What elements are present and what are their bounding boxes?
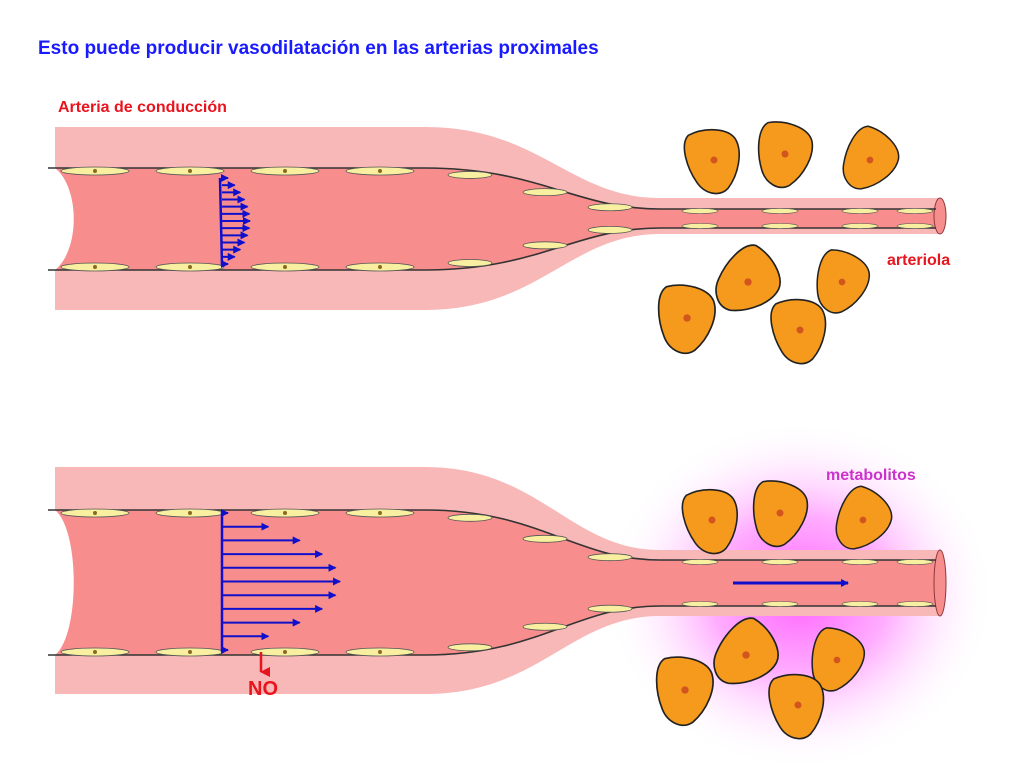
endothelial-nucleus bbox=[283, 265, 287, 269]
cell-nucleus bbox=[833, 656, 841, 664]
cell-nucleus bbox=[796, 326, 804, 334]
endothelial-cell bbox=[681, 223, 719, 229]
endothelial-cell bbox=[841, 223, 879, 229]
metabolites-label: metabolitos bbox=[826, 467, 916, 484]
endothelial-cell bbox=[841, 208, 879, 214]
tissue-cell bbox=[655, 656, 714, 727]
endothelial-cell bbox=[681, 601, 719, 607]
vessel-opening bbox=[55, 168, 74, 270]
cell-nucleus bbox=[794, 701, 802, 709]
vessel-opening bbox=[55, 510, 74, 655]
tissue-cell bbox=[683, 129, 740, 195]
tissue-cell bbox=[657, 284, 716, 355]
endothelial-nucleus bbox=[188, 169, 192, 173]
vessel-lumen bbox=[55, 510, 940, 655]
tissue-cell bbox=[816, 249, 871, 314]
endothelial-cell bbox=[447, 513, 493, 522]
top-velocity-profile bbox=[218, 174, 251, 268]
endothelial-nucleus bbox=[93, 265, 97, 269]
bottom-velocity-profile bbox=[220, 509, 341, 654]
tissue-cell bbox=[715, 244, 781, 312]
tissue-cell bbox=[842, 125, 900, 190]
bottom-vessel bbox=[48, 467, 947, 694]
cell-nucleus bbox=[710, 156, 718, 164]
tissue-cell bbox=[681, 489, 738, 555]
endothelial-cell bbox=[522, 534, 568, 543]
endothelium-top bbox=[48, 509, 936, 561]
top-tissue-cells bbox=[657, 121, 900, 365]
endothelial-cell bbox=[761, 208, 799, 214]
arteriole-end bbox=[933, 197, 947, 235]
cell-nucleus bbox=[744, 278, 752, 286]
bottom-tissue-cells bbox=[655, 480, 893, 740]
tissue-cell bbox=[768, 673, 825, 740]
endothelial-cell bbox=[447, 643, 493, 652]
endothelial-cell bbox=[522, 241, 568, 250]
conduction-artery-label: Arteria de conducción bbox=[58, 99, 227, 116]
endothelial-cell bbox=[841, 559, 879, 565]
cell-nucleus bbox=[683, 314, 691, 322]
endothelial-cell bbox=[447, 259, 493, 267]
endothelial-nucleus bbox=[378, 511, 382, 515]
endothelium-top bbox=[48, 167, 936, 210]
tissue-cell bbox=[752, 480, 809, 548]
endothelial-nucleus bbox=[188, 265, 192, 269]
arteriole-end bbox=[933, 549, 947, 617]
endothelial-nucleus bbox=[93, 169, 97, 173]
endothelial-cell bbox=[896, 559, 934, 565]
endothelial-nucleus bbox=[188, 511, 192, 515]
endothelial-cell bbox=[681, 208, 719, 214]
no-label: NO bbox=[248, 678, 278, 700]
endothelial-nucleus bbox=[378, 265, 382, 269]
endothelium-bottom bbox=[48, 605, 936, 656]
arteriole-label: arteriola bbox=[887, 252, 950, 269]
endothelium-bottom bbox=[48, 227, 936, 271]
endothelial-nucleus bbox=[93, 650, 97, 654]
endothelial-cell bbox=[587, 553, 633, 562]
endothelial-nucleus bbox=[378, 650, 382, 654]
cell-nucleus bbox=[681, 686, 689, 694]
tissue-cell bbox=[757, 121, 814, 189]
cell-nucleus bbox=[708, 516, 716, 524]
endothelial-cell bbox=[447, 171, 493, 179]
endothelial-nucleus bbox=[378, 169, 382, 173]
endothelial-cell bbox=[761, 223, 799, 229]
vessel-lumen bbox=[55, 168, 940, 270]
endothelial-cell bbox=[587, 225, 633, 234]
cell-nucleus bbox=[776, 509, 784, 517]
endothelial-cell bbox=[896, 223, 934, 229]
endothelial-cell bbox=[522, 622, 568, 631]
cell-nucleus bbox=[838, 278, 846, 286]
tissue-cell bbox=[713, 617, 779, 685]
endothelial-nucleus bbox=[188, 650, 192, 654]
cell-nucleus bbox=[866, 156, 874, 164]
endothelial-nucleus bbox=[283, 650, 287, 654]
endothelial-cell bbox=[841, 601, 879, 607]
endothelial-cell bbox=[761, 601, 799, 607]
endothelial-cell bbox=[896, 601, 934, 607]
endothelial-cell bbox=[587, 604, 633, 613]
endothelial-nucleus bbox=[283, 169, 287, 173]
tissue-cell bbox=[770, 298, 827, 365]
endothelial-cell bbox=[761, 559, 799, 565]
cell-nucleus bbox=[859, 516, 867, 524]
cell-nucleus bbox=[742, 651, 750, 659]
endothelial-nucleus bbox=[93, 511, 97, 515]
endothelial-cell bbox=[896, 208, 934, 214]
endothelial-cell bbox=[522, 188, 568, 197]
bottom-panel-dilated-flow: NO metabolitos bbox=[48, 420, 995, 768]
top-panel-normal-flow: Arteria de conducción arteriola bbox=[48, 99, 950, 365]
cell-nucleus bbox=[781, 150, 789, 158]
endothelial-nucleus bbox=[283, 511, 287, 515]
tissue-cell bbox=[811, 627, 866, 692]
endothelial-cell bbox=[587, 203, 633, 212]
top-vessel bbox=[48, 127, 947, 310]
tissue-cell bbox=[835, 485, 893, 550]
slide-title: Esto puede producir vasodilatación en la… bbox=[38, 38, 599, 59]
endothelial-cell bbox=[681, 559, 719, 565]
